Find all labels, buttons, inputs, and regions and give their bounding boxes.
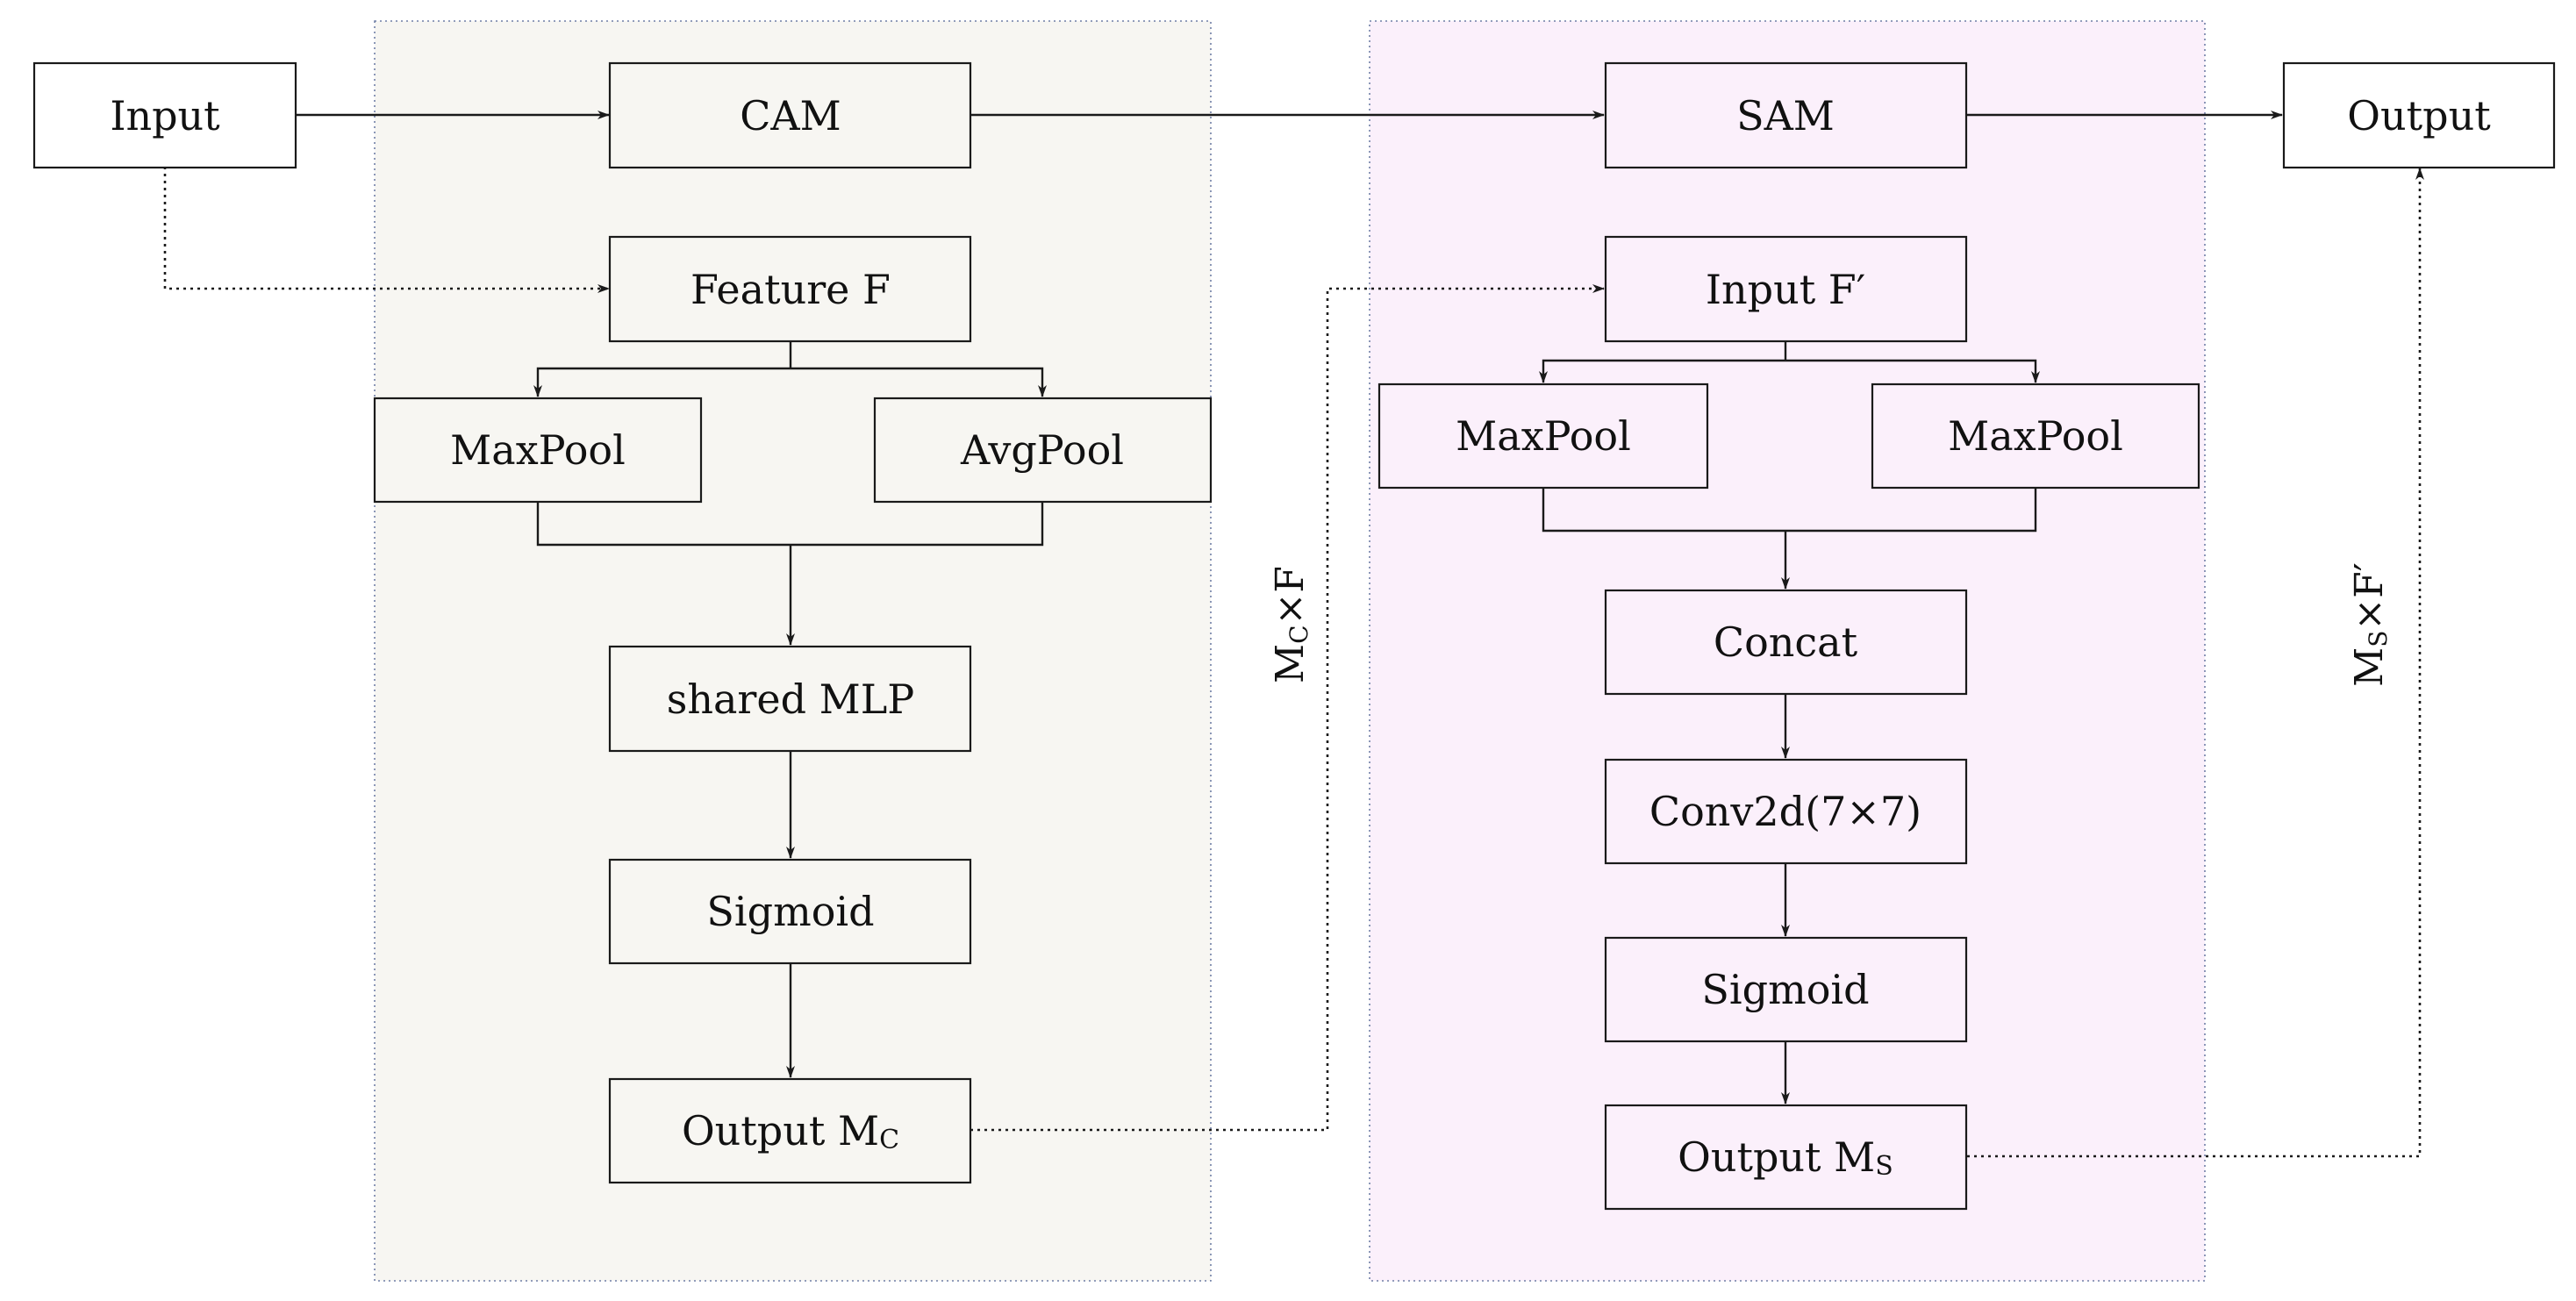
svg-text:MC×F: MC×F (1268, 566, 1313, 683)
edge-ms-to-output (1967, 168, 2424, 1158)
edge-label-ms-main: M (2347, 647, 2392, 687)
node-output: Output (2282, 61, 2556, 169)
node-cam-sigmoid-label: Sigmoid (706, 888, 874, 935)
node-cam-output: Output MC (608, 1077, 972, 1184)
node-cam-mlp-label: shared MLP (667, 676, 915, 723)
node-cam: CAM (608, 61, 972, 169)
node-sam-conv: Conv2d(7×7) (1604, 758, 1968, 865)
edge-input-to-feature (163, 167, 610, 293)
node-cam-label: CAM (740, 92, 841, 139)
edge-label-ms-rest: ×F′ (2347, 562, 2392, 630)
node-cam-avgpool-label: AvgPool (960, 426, 1124, 474)
node-sam-maxpool-left-label: MaxPool (1456, 412, 1631, 460)
node-sam-sigmoid: Sigmoid (1604, 936, 1968, 1043)
edge-label-ms-times-fprime: MS×F′ (2347, 562, 2393, 687)
node-sam-maxpool-left: MaxPool (1377, 382, 1709, 490)
node-cam-maxpool-label: MaxPool (450, 426, 626, 474)
node-sam-maxpool-right: MaxPool (1871, 382, 2200, 490)
edge-feature-to-maxpool (533, 367, 791, 397)
edge-feature-to-avgpool (791, 367, 1047, 397)
edge-label-mc-main: M (1268, 644, 1313, 683)
edges (163, 111, 2424, 1158)
node-cam-feature: Feature F (608, 235, 972, 343)
node-sam-conv-label: Conv2d(7×7) (1649, 788, 1921, 835)
node-sam-input-label: Input F′ (1706, 266, 1865, 313)
node-sam: SAM (1604, 61, 1968, 169)
node-sam-maxpool-right-label: MaxPool (1948, 412, 2123, 460)
node-cam-maxpool: MaxPool (373, 397, 703, 504)
edge-label-mc-times-f: MC×F (1268, 566, 1313, 683)
node-sam-concat-label: Concat (1714, 618, 1858, 666)
node-cam-output-main: Output M (682, 1107, 879, 1154)
node-sam-sigmoid-label: Sigmoid (1701, 966, 1869, 1013)
node-sam-label: SAM (1736, 92, 1835, 139)
edge-sam-input-to-maxpool-right (1785, 359, 2040, 383)
node-sam-output-main: Output M (1678, 1133, 1875, 1181)
node-sam-output-label: Output MS (1678, 1133, 1893, 1182)
node-cam-mlp: shared MLP (608, 645, 972, 753)
node-output-label: Output (2347, 92, 2491, 139)
edge-label-ms-subscript: S (2364, 631, 2393, 647)
edge-label-mc-rest: ×F (1268, 566, 1313, 625)
edge-sam-pools-merge (1542, 488, 2037, 533)
node-cam-feature-label: Feature F (691, 266, 891, 313)
node-sam-concat: Concat (1604, 589, 1968, 696)
svg-text:MS×F′: MS×F′ (2347, 562, 2393, 687)
edge-label-mc-subscript: C (1284, 625, 1313, 643)
node-sam-output: Output MS (1604, 1104, 1968, 1211)
node-cam-output-subscript: C (879, 1125, 899, 1155)
node-cam-avgpool: AvgPool (873, 397, 1213, 504)
node-sam-output-subscript: S (1875, 1151, 1893, 1182)
node-input-label: Input (110, 92, 220, 139)
node-input: Input (32, 61, 297, 169)
node-cam-output-label: Output MC (682, 1107, 899, 1155)
node-sam-input: Input F′ (1604, 235, 1968, 343)
node-cam-sigmoid: Sigmoid (608, 858, 972, 965)
edge-sam-input-to-maxpool-left (1539, 359, 1785, 383)
